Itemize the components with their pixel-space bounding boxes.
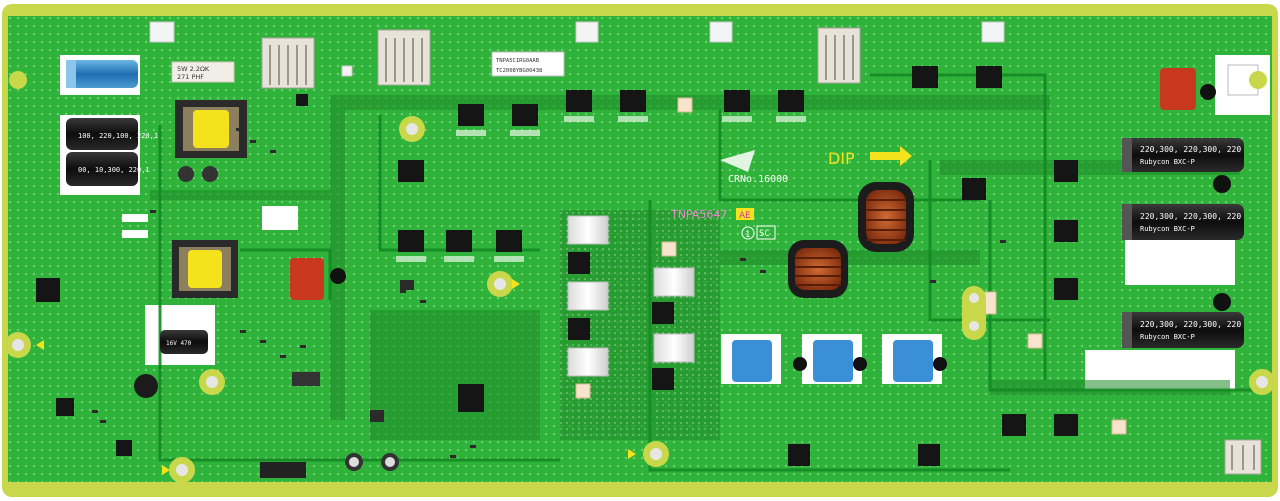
arrow-right-icon <box>870 146 912 166</box>
electrolytic-capacitor: 220,300, 220,300, 220 Rubycon BXC-P <box>1122 312 1244 348</box>
transistor <box>36 66 1078 466</box>
film-capacitor <box>721 334 781 384</box>
power-resistor: 5W 2.2ΩK 271 PHF <box>171 61 235 83</box>
transformer <box>175 100 247 158</box>
inductor <box>858 182 914 252</box>
cap-brand: Rubycon BXC-P <box>1140 333 1195 341</box>
cap-label: 220,300, 220,300, 220 <box>1140 145 1241 154</box>
cap-label: 220,300, 220,300, 220 <box>1140 320 1241 329</box>
sticker-line2: TC2008YBG00438 <box>496 68 542 74</box>
cap-label: 16V 470 <box>166 340 192 347</box>
arrow-icon <box>36 279 636 475</box>
dip-label: DIP <box>828 149 855 168</box>
cap-brand: Rubycon BXC-P <box>1140 225 1195 233</box>
board-code: SC <box>759 229 770 239</box>
connector <box>817 27 861 84</box>
cap-label: 00, 10,300, 220,1 <box>78 166 150 174</box>
round-component <box>134 166 399 471</box>
cutout <box>1125 240 1235 285</box>
smd-components <box>92 128 1006 458</box>
sticker-line1: TNPA5C1RG0AAB <box>496 58 540 64</box>
heatsink <box>567 215 695 377</box>
resistor-line1: 5W 2.2ΩK <box>177 65 210 73</box>
electrolytic-capacitor: 220,300, 220,300, 220 Rubycon BXC-P <box>1122 204 1244 240</box>
cap-label: 100, 220,100, 220,1 <box>78 132 158 140</box>
connector <box>377 29 431 86</box>
connector <box>261 37 315 89</box>
test-point <box>962 286 986 340</box>
film-capacitor <box>882 334 942 384</box>
cap-label: 220,300, 220,300, 220 <box>1140 212 1241 221</box>
inductor <box>788 240 848 298</box>
electrolytic-capacitor: 16V 470 <box>160 330 208 354</box>
part-number: TNPA5647 <box>670 208 727 221</box>
electrolytic-capacitor: 100, 220,100, 220,1 <box>66 118 158 150</box>
electrolytic-capacitor: 00, 10,300, 220,1 <box>66 152 150 186</box>
test-pads <box>149 21 1005 77</box>
mounting-hole <box>5 71 1275 483</box>
marker: 1 <box>745 230 750 240</box>
revision: AE <box>739 211 751 221</box>
connector <box>1224 439 1262 475</box>
crno-label: CRNo.16000 <box>728 174 788 185</box>
resistor-line2: 271 PHF <box>177 73 204 81</box>
smd-pads <box>396 116 806 262</box>
electrolytic-capacitor <box>66 60 138 88</box>
safety-capacitor <box>1160 68 1216 110</box>
electrolytic-capacitor: 220,300, 220,300, 220 Rubycon BXC-P <box>1122 138 1244 172</box>
cap-brand: Rubycon BXC-P <box>1140 158 1195 166</box>
transformer <box>172 240 238 298</box>
small-component <box>575 97 1127 435</box>
silkscreen: TNPA5647 AE 1 SC CRNo.16000 DIP <box>670 146 912 240</box>
white-component <box>122 206 320 478</box>
safety-capacitor <box>290 258 346 300</box>
film-capacitor <box>802 334 862 384</box>
serial-sticker: TNPA5C1RG0AAB TC2008YBG00438 <box>491 51 565 77</box>
